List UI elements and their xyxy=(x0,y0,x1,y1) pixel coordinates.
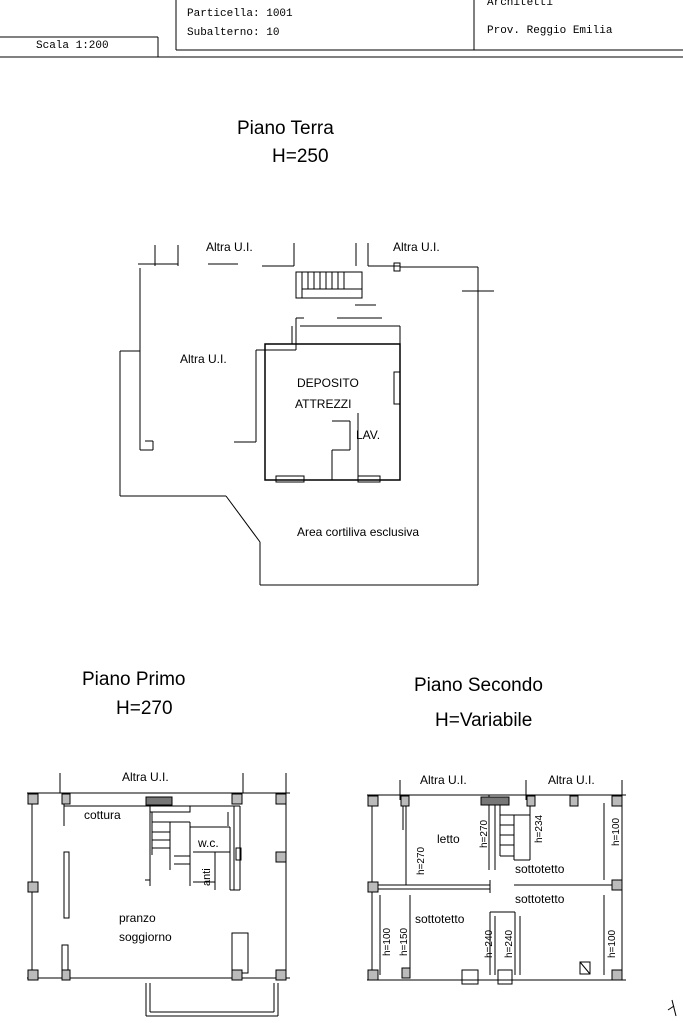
provincia-text: Prov. Reggio Emilia xyxy=(487,25,613,37)
ps-letto-label: letto xyxy=(437,832,460,846)
particella-text: Particella: 1001 xyxy=(187,8,293,20)
pp-wc-label: w.c. xyxy=(197,836,219,850)
pt-area-label: Area cortiliva esclusiva xyxy=(297,525,419,539)
piano-primo-title: Piano Primo xyxy=(82,669,186,690)
pp-altra-ui-label: Altra U.I. xyxy=(122,770,169,784)
pp-anti-label: anti xyxy=(201,868,213,886)
header-frame xyxy=(0,0,683,58)
piano-secondo-title: Piano Secondo xyxy=(414,675,543,696)
pp-soggiorno-label: soggiorno xyxy=(119,930,172,944)
ps-h100-b: h=100 xyxy=(382,927,393,956)
pt-altra-ui-1: Altra U.I. xyxy=(206,240,253,254)
ps-sottotetto-2: sottotetto xyxy=(515,892,565,906)
ps-altra-ui-1: Altra U.I. xyxy=(420,773,467,787)
pt-altra-ui-2: Altra U.I. xyxy=(393,240,440,254)
piano-primo-height: H=270 xyxy=(116,698,173,719)
ps-sottotetto-1: sottotetto xyxy=(515,862,565,876)
ps-h100-a: h=100 xyxy=(611,817,622,846)
ps-h240-a: h=240 xyxy=(484,929,495,958)
pp-pranzo-label: pranzo xyxy=(119,911,156,925)
piano-terra-title: Piano Terra xyxy=(237,118,334,139)
ps-sottotetto-3: sottotetto xyxy=(415,912,465,926)
pt-deposito-label: DEPOSITO xyxy=(297,376,359,390)
ps-h270-b: h=270 xyxy=(416,846,427,875)
architetti-text: Architetti xyxy=(487,0,554,9)
piano-terra-height: H=250 xyxy=(272,146,329,167)
ps-altra-ui-2: Altra U.I. xyxy=(548,773,595,787)
ps-h150: h=150 xyxy=(399,927,410,956)
ps-h100-c: h=100 xyxy=(607,929,618,958)
pt-lav-label: LAV. xyxy=(356,428,380,442)
scala-text: Scala 1:200 xyxy=(36,40,109,52)
piano-secondo-height: H=Variabile xyxy=(435,710,533,731)
ps-h234: h=234 xyxy=(534,814,545,843)
subalterno-text: Subalterno: 10 xyxy=(187,27,280,39)
pp-cottura-label: cottura xyxy=(84,808,121,822)
ps-h270-a: h=270 xyxy=(479,819,490,848)
ps-h240-b: h=240 xyxy=(504,929,515,958)
pt-attrezzi-label: ATTREZZI xyxy=(295,397,351,411)
pt-altra-ui-3: Altra U.I. xyxy=(180,352,227,366)
